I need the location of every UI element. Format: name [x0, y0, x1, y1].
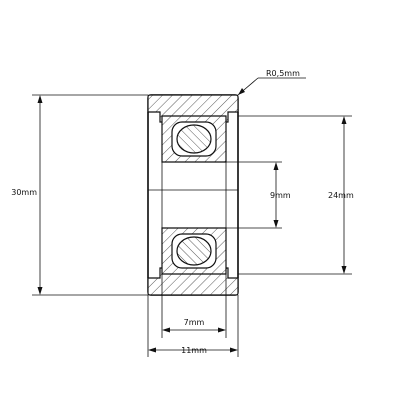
balls — [171, 121, 217, 269]
dimension-overall-width: 11mm — [147, 295, 239, 357]
dim-label-9mm: 9mm — [270, 191, 291, 200]
ball-bottom — [176, 236, 212, 266]
dimension-inner-width: 7mm — [161, 274, 227, 338]
radius-callout: R0,5mm — [237, 69, 306, 96]
dim-label-7mm: 7mm — [184, 318, 205, 327]
dimension-inner-ring-diameter: 24mm — [238, 115, 354, 275]
outer-ring-bottom-section — [147, 267, 239, 296]
dim-label-24mm: 24mm — [328, 191, 354, 200]
ball-top — [176, 124, 212, 154]
dimension-bore-diameter: 9mm — [226, 161, 291, 229]
outer-ring — [147, 94, 239, 296]
dimension-outer-diameter: 30mm — [11, 94, 148, 296]
outer-ring-top-section — [147, 94, 239, 123]
dim-label-11mm: 11mm — [181, 346, 207, 355]
dim-label-radius: R0,5mm — [266, 69, 300, 78]
dim-label-30mm: 30mm — [11, 188, 37, 197]
